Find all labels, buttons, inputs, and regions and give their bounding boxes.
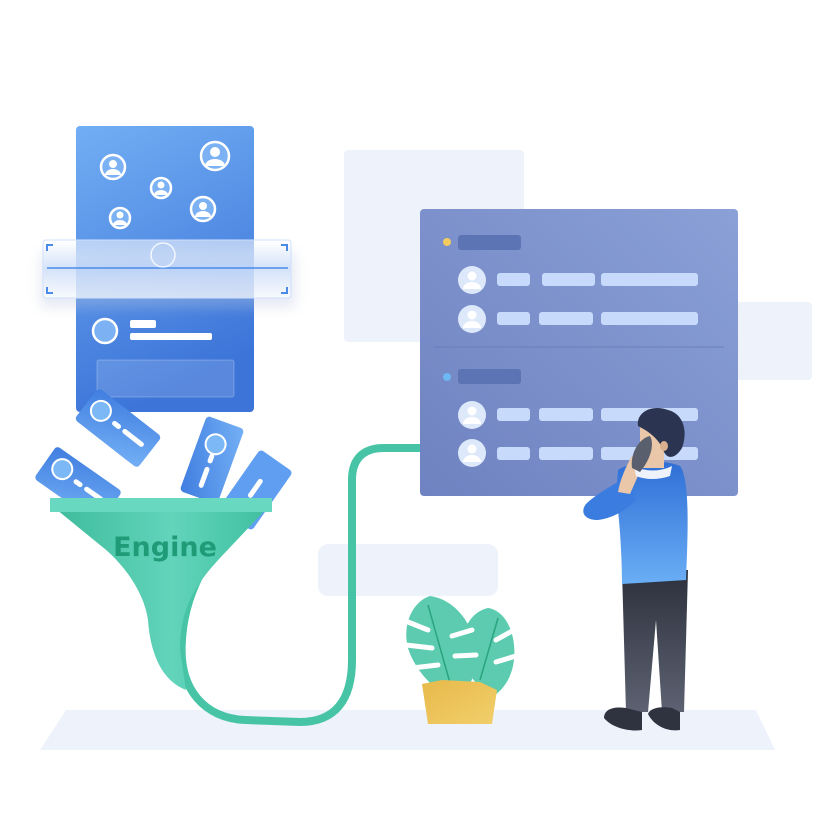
- user-avatar-icon: [189, 195, 217, 223]
- shoe: [648, 707, 680, 731]
- section-header-bar: [458, 235, 521, 250]
- hair: [637, 407, 685, 457]
- user-avatar-icon: [149, 176, 173, 200]
- scan-target-icon: [150, 242, 176, 268]
- potted-plant: [403, 596, 519, 724]
- user-avatar-icon: [108, 206, 132, 230]
- engine-funnel: Engine: [50, 444, 426, 727]
- engine-label: Engine: [113, 532, 217, 563]
- profile-content-box: [96, 359, 235, 398]
- dashboard-panel: [420, 209, 738, 496]
- profile-name-bar: [130, 320, 156, 328]
- phone-icon: [631, 436, 652, 472]
- background-panel: [720, 302, 812, 380]
- scan-frame-icon: [46, 244, 288, 294]
- list-row: [458, 305, 698, 333]
- status-dot-yellow: [443, 238, 451, 246]
- data-slip: [180, 416, 244, 504]
- scanner-frame: [40, 239, 296, 308]
- shoe: [604, 707, 642, 731]
- section-header-bar: [458, 369, 521, 384]
- profile-avatar: [91, 317, 119, 345]
- background-panel: [318, 544, 498, 596]
- data-slip: [75, 389, 161, 467]
- user-avatar-icon: [99, 153, 127, 181]
- profile-detail-bar: [130, 333, 212, 340]
- list-row: [458, 266, 698, 294]
- person-on-phone: [583, 407, 688, 731]
- user-avatar-icon: [199, 140, 231, 172]
- status-dot-blue: [443, 373, 451, 381]
